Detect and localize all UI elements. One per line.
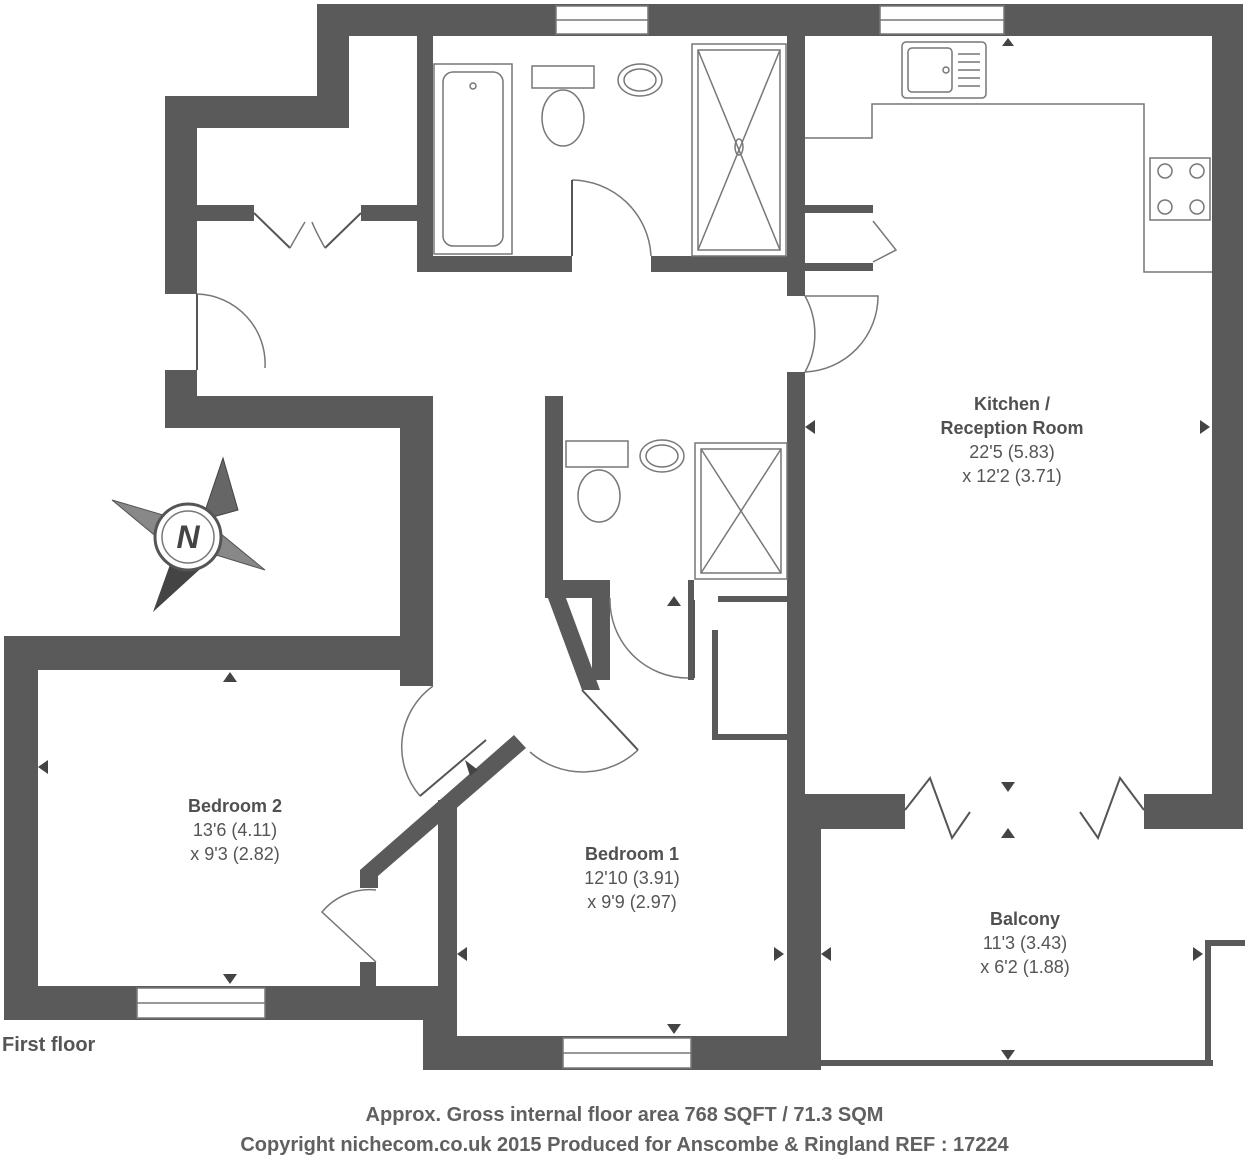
bathroom-fixtures <box>433 43 788 580</box>
room-name: Bedroom 2 <box>187 796 283 816</box>
walls <box>4 4 1245 1070</box>
room-label-kitchen: Kitchen / Reception Room 22'5 (5.83) x 1… <box>905 392 1119 488</box>
copyright-note: Copyright nichecom.co.uk 2015 Produced f… <box>240 1134 1009 1156</box>
room-name: Bedroom 1 <box>584 844 680 864</box>
room-label-bedroom-2: Bedroom 2 13'6 (4.11) x 9'3 (2.82) <box>150 794 320 866</box>
room-dimension: x 6'2 (1.88) <box>980 957 1070 977</box>
room-dimension: 12'10 (3.91) <box>584 868 680 888</box>
compass-letter: N <box>176 519 200 555</box>
room-dimension: 11'3 (3.43) <box>982 933 1068 953</box>
room-dimension: 13'6 (4.11) <box>192 820 278 840</box>
room-label-bedroom-1: Bedroom 1 12'10 (3.91) x 9'9 (2.97) <box>547 842 717 914</box>
kitchen-fixtures <box>805 41 1212 273</box>
floor-label: First floor <box>2 1034 96 1056</box>
doors <box>196 179 1145 963</box>
windows <box>136 5 1005 1069</box>
floor-area-note: Approx. Gross internal floor area 768 SQ… <box>365 1104 884 1126</box>
room-dimension: x 12'2 (3.71) <box>962 466 1062 486</box>
room-dimension: x 9'3 (2.82) <box>190 844 280 864</box>
room-name: Kitchen / <box>973 394 1050 414</box>
room-dimension: x 9'9 (2.97) <box>587 892 677 912</box>
room-name: Reception Room <box>940 418 1084 438</box>
room-name: Balcony <box>989 909 1061 929</box>
room-dimension: 22'5 (5.83) <box>969 442 1055 462</box>
room-label-balcony: Balcony 11'3 (3.43) x 6'2 (1.88) <box>940 907 1110 979</box>
compass-rose-icon: N <box>111 456 266 612</box>
dimension-arrows <box>38 38 1210 1060</box>
